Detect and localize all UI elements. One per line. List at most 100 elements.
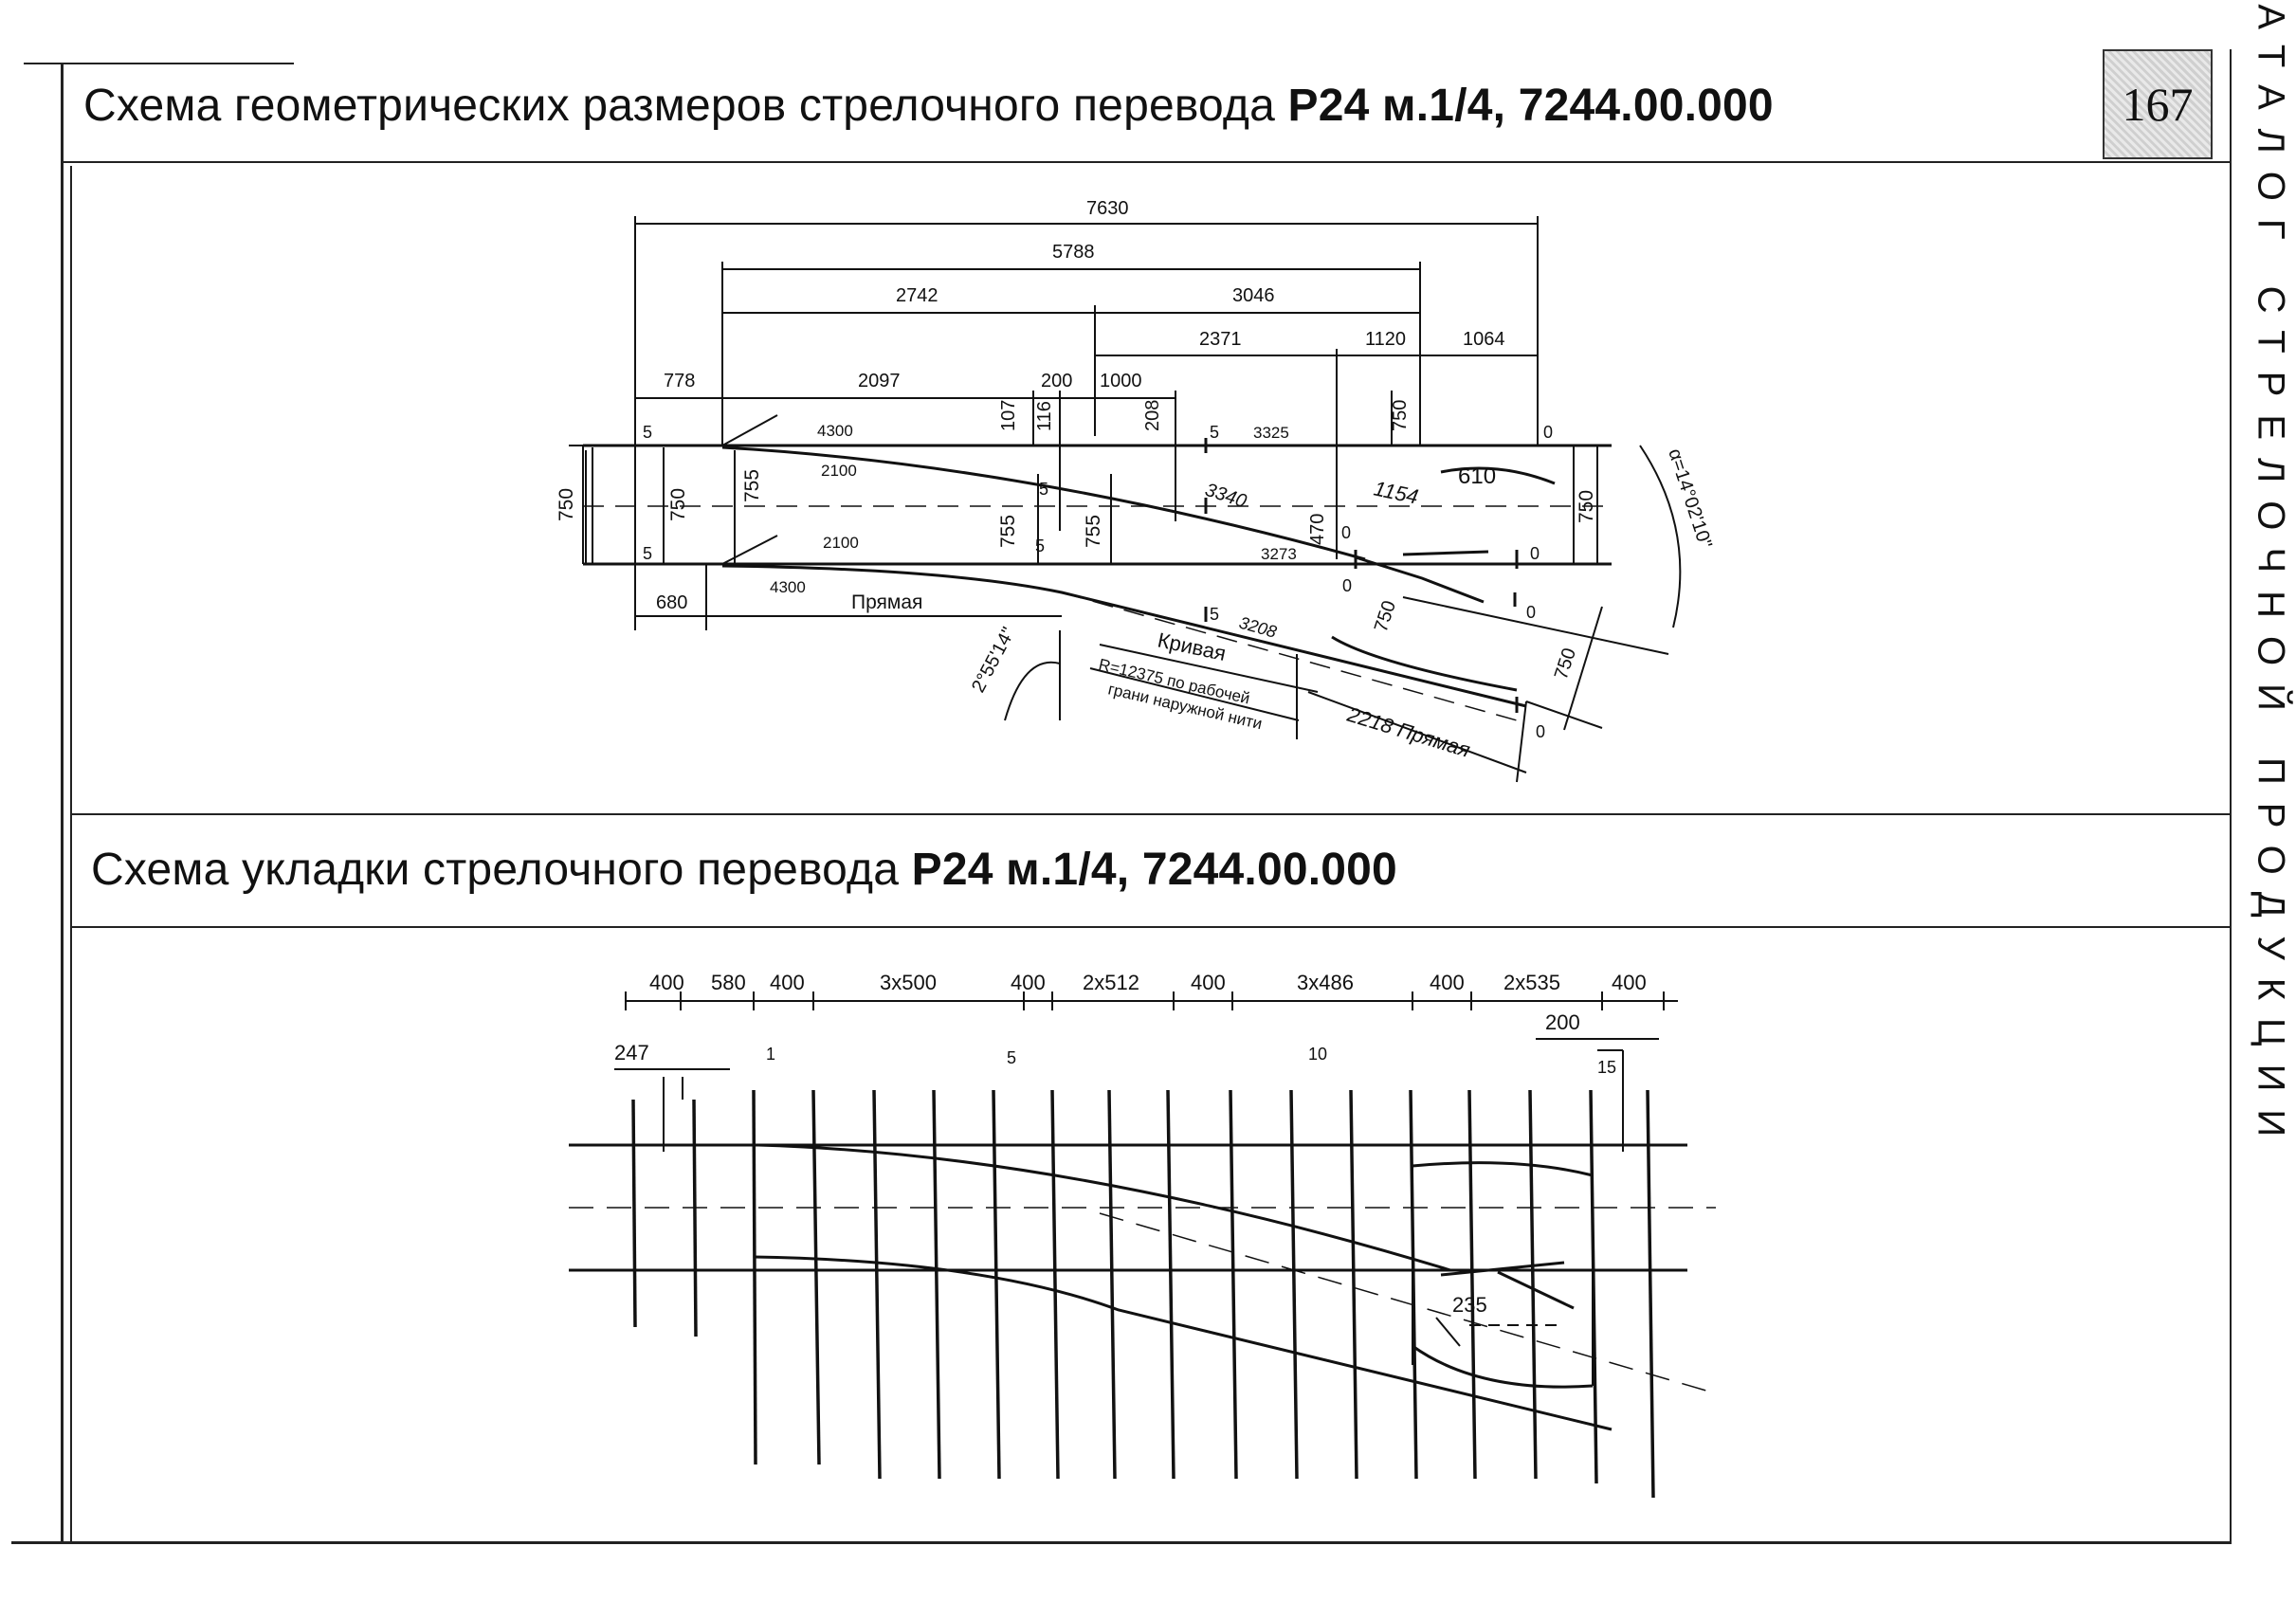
mark-5-b: 5 <box>643 544 652 563</box>
spacing-4: 400 <box>1011 971 1046 994</box>
spacing-2: 400 <box>770 971 805 994</box>
dim-750-left: 750 <box>556 488 577 521</box>
dim-200-layout: 200 <box>1545 1010 1580 1034</box>
frame-section-top <box>70 813 2232 815</box>
dim-755-right: 755 <box>1083 515 1104 548</box>
catalog-side-text: КАТАЛОГ СТРЕЛОЧНОЙ ПРОДУКЦИИ <box>2250 0 2292 1155</box>
dim-4300-top: 4300 <box>817 422 853 440</box>
dim-755-mid: 755 <box>997 515 1019 548</box>
frame-section-bottom <box>70 926 2232 928</box>
mark-5-c: 5 <box>1039 480 1048 499</box>
sleeper-tie <box>992 1089 1001 1480</box>
layout-ties <box>631 1089 1655 1499</box>
spacing-9: 2x535 <box>1503 971 1560 994</box>
sleeper-tie <box>1229 1089 1238 1480</box>
sleeper-tie <box>752 1089 757 1465</box>
sleeper-tie <box>1107 1089 1117 1480</box>
tie-number-10: 10 <box>1308 1045 1327 1064</box>
mark-0-d: 0 <box>1342 576 1352 595</box>
mark-0-c: 0 <box>1530 544 1540 563</box>
dim-3273: 3273 <box>1261 545 1297 563</box>
dim-247: 247 <box>614 1041 649 1064</box>
dim-3046: 3046 <box>1232 285 1275 306</box>
dim-470: 470 <box>1307 514 1328 545</box>
mark-5-a: 5 <box>643 423 652 442</box>
mark-5-d: 5 <box>1035 537 1045 555</box>
spacing-7: 3x486 <box>1297 971 1354 994</box>
dim-208: 208 <box>1142 400 1163 431</box>
sleeper-tie <box>1166 1089 1175 1480</box>
section-title-text: Схема укладки стрелочного перевода <box>91 845 912 895</box>
dim-750-right: 750 <box>1576 490 1597 523</box>
layout-lines <box>569 1000 1717 1431</box>
sleeper-tie <box>1589 1089 1598 1484</box>
frame-left-inner <box>70 166 72 1541</box>
dim-200: 200 <box>1041 371 1072 391</box>
spacing-8: 400 <box>1430 971 1465 994</box>
tie-number-5: 5 <box>1007 1048 1016 1067</box>
sleeper-tie <box>1528 1089 1538 1480</box>
dim-4300-bottom: 4300 <box>770 578 806 596</box>
dim-2100-top: 2100 <box>821 462 857 480</box>
dim-total: 7630 <box>1086 198 1129 219</box>
dim-755-left: 755 <box>741 469 763 502</box>
mark-0-a: 0 <box>1543 423 1553 442</box>
page-number-box: 167 <box>2103 49 2213 159</box>
frame-left-outer <box>61 63 64 1541</box>
dim-1000: 1000 <box>1100 371 1142 391</box>
sleeper-tie <box>932 1089 941 1480</box>
mark-5-f: 5 <box>1210 605 1219 624</box>
section-title-model: Р24 м.1/4, 7244.00.000 <box>911 845 1397 895</box>
dim-1064: 1064 <box>1463 329 1505 350</box>
sleeper-tie <box>631 1099 637 1328</box>
dim-610: 610 <box>1458 464 1496 489</box>
dim-750-inner: 750 <box>667 488 689 521</box>
spacing-3: 3x500 <box>880 971 937 994</box>
sleeper-tie <box>872 1089 882 1480</box>
dim-116: 116 <box>1034 401 1055 431</box>
mark-5-e: 5 <box>1210 423 1219 442</box>
sleeper-tie <box>1646 1089 1655 1499</box>
spacing-1: 580 <box>711 971 746 994</box>
mark-0-b: 0 <box>1341 523 1351 542</box>
label-straight: Прямая <box>851 591 922 613</box>
frame-header-bottom <box>61 161 2232 163</box>
geometry-dimension-lines <box>569 216 1682 783</box>
layout-labels: 400 580 400 3x500 400 2x512 400 3x486 40… <box>614 971 1647 1317</box>
spacing-6: 400 <box>1191 971 1226 994</box>
page-title-model: Р24 м.1/4, 7244.00.000 <box>1287 81 1774 131</box>
frame-bottom <box>11 1541 2232 1544</box>
sleeper-tie <box>1289 1089 1299 1480</box>
dim-107: 107 <box>998 400 1019 431</box>
section-title-layout: Схема укладки стрелочного перевода Р24 м… <box>91 844 1397 896</box>
sleeper-tie <box>1050 1089 1060 1480</box>
page-title: Схема геометрических размеров стрелочног… <box>83 80 1774 132</box>
dim-750-top: 750 <box>1390 400 1411 431</box>
sleeper-tie <box>692 1099 698 1337</box>
dim-235: 235 <box>1452 1293 1487 1317</box>
frame-right <box>2230 49 2232 1541</box>
spacing-5: 2x512 <box>1083 971 1139 994</box>
sleeper-tie <box>1409 1089 1418 1480</box>
dim-2097: 2097 <box>858 371 901 391</box>
dim-15: 15 <box>1597 1058 1616 1077</box>
catalog-side-label: КАТАЛОГ СТРЕЛОЧНОЙ ПРОДУКЦИИ <box>2242 0 2296 1155</box>
dim-680: 680 <box>656 592 687 613</box>
spacing-10: 400 <box>1612 971 1647 994</box>
dim-1120: 1120 <box>1365 329 1406 350</box>
dim-778: 778 <box>664 371 695 391</box>
tie-number-1: 1 <box>766 1045 775 1064</box>
dim-2371: 2371 <box>1199 329 1242 350</box>
mark-0-f: 0 <box>1536 722 1545 741</box>
page-title-text: Схема геометрических размеров стрелочног… <box>83 81 1288 131</box>
dim-2100-bottom: 2100 <box>823 534 859 552</box>
dim-3325: 3325 <box>1253 424 1289 442</box>
sleeper-tie <box>1467 1089 1477 1480</box>
layout-spacing-ticks <box>625 992 1665 1010</box>
spacing-0: 400 <box>649 971 684 994</box>
dim-2742: 2742 <box>896 285 938 306</box>
sleeper-tie <box>1349 1089 1358 1480</box>
